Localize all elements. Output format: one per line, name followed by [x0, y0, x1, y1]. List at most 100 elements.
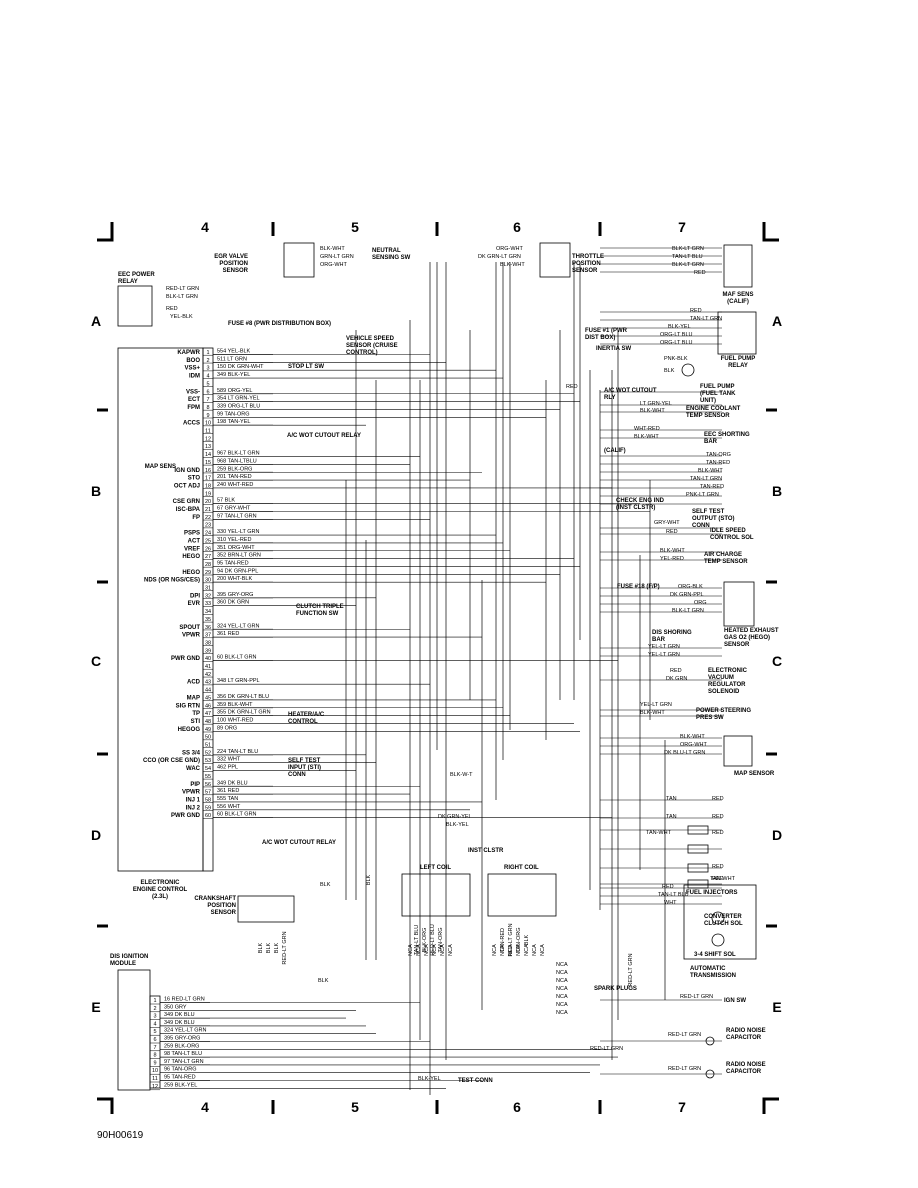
- left-coil-label: LEFT COIL: [420, 865, 451, 871]
- eec-pin-label: VSS+: [184, 366, 200, 372]
- fuse8-label: FUSE #8 (PWR DISTRIBUTION BOX): [228, 321, 331, 327]
- grid-col-top: 6: [513, 219, 521, 235]
- wire-color-label: GRN-LT GRN: [320, 254, 354, 260]
- nca-label: NCA: [408, 944, 414, 956]
- wire-color-label: RED-LT GRN: [590, 1046, 623, 1052]
- wire-color-label: YEL-BLK: [170, 314, 193, 320]
- eec-pin-number: 38: [205, 640, 211, 646]
- eec-pin-number: 45: [205, 695, 211, 701]
- eec-pin-wire: 361 RED: [217, 788, 239, 794]
- eec-pin-wire: 324 YEL-LT GRN: [217, 623, 260, 629]
- grid-row-left: C: [91, 653, 101, 669]
- corner-mark: [762, 1097, 779, 1114]
- dis-pin-wire: 96 TAN-ORG: [164, 1067, 197, 1073]
- dis-pin-number: 12: [152, 1084, 158, 1090]
- eec-pin-number: 43: [205, 680, 211, 686]
- nca-label: NCA: [508, 944, 514, 956]
- wire-color-label: RED-LT GRN: [166, 286, 199, 292]
- eec-pin-wire: 330 YEL-LT GRN: [217, 529, 260, 535]
- eec-pin-number: 57: [205, 790, 211, 796]
- dis-pin-number: 9: [153, 1060, 156, 1066]
- eec-pin-label: DPI: [190, 593, 200, 599]
- wire-color-label: YEL-RED: [660, 556, 684, 562]
- grid-row-right: A: [772, 313, 782, 329]
- transmission-box: [683, 884, 757, 960]
- eec-pin-number: 1: [206, 350, 209, 356]
- eec-pin-number: 56: [205, 782, 211, 788]
- wire-color-label: YEL-LT GRN: [648, 652, 680, 658]
- ac-wot-relay2-label: A/C WOT CUTOUT RELAY: [262, 840, 336, 846]
- eec-pin-wire: 555 TAN: [217, 796, 238, 802]
- eec-pin-label: ECT: [188, 397, 200, 403]
- maf-sens-label: MAF SENS(CALIF): [722, 292, 753, 305]
- eec-pin-wire: 94 DK GRN-PPL: [217, 568, 258, 574]
- eec-pin-label: VSS-: [186, 389, 200, 395]
- wire-color-label: TAN-LT BLU: [658, 892, 689, 898]
- wire-color-label-vertical: TAN-ORG: [516, 928, 522, 953]
- wire-color-label: BLK-YEL: [446, 822, 469, 828]
- wire-color-label: RED-LT GRN: [668, 1066, 701, 1072]
- wire-color-label: TAN-WHT: [710, 876, 736, 882]
- eec-pin-number: 3: [206, 366, 209, 372]
- wire-color-label: TAN-RED: [706, 460, 730, 466]
- map-sens-left-label: MAP SENS: [145, 464, 176, 470]
- eec-pin-number: 46: [205, 703, 211, 709]
- wire-color-label: RED: [712, 864, 724, 870]
- eec-pin-wire: 200 WHT-BLK: [217, 576, 252, 582]
- nca-label: NCA: [448, 944, 454, 956]
- dis-pin-number: 10: [152, 1068, 158, 1074]
- eec-pin-label: HEGO: [182, 554, 200, 560]
- wire-color-label: YEL-LT GRN: [648, 644, 680, 650]
- eec-pin-number: 42: [205, 672, 211, 678]
- dis-pin-wire: 324 YEL-LT GRN: [164, 1028, 207, 1034]
- eec-pin-number: 28: [205, 562, 211, 568]
- wire-color-label-vertical: TAN-LT BLU: [414, 925, 420, 956]
- eec-pin-number: 9: [206, 413, 209, 419]
- eec-pin-number: 58: [205, 797, 211, 803]
- grid-col-top: 4: [201, 219, 209, 235]
- eec-pin-number: 29: [205, 570, 211, 576]
- nca-label: NCA: [556, 978, 568, 984]
- eec-pin-wire: 556 WHT: [217, 804, 241, 810]
- fuse18-label: FUSE #18 (F/P): [617, 584, 660, 590]
- egr-sensor-box: [283, 242, 315, 278]
- eec-pin-number: 34: [205, 609, 211, 615]
- inertia-sw-label: INERTIA SW: [596, 346, 631, 352]
- dis-pin-strip: [149, 995, 161, 1089]
- wire-color-label: RED: [712, 796, 724, 802]
- eec-pin-wire: 259 BLK-ORG: [217, 466, 252, 472]
- wire-color-label: ORG-WHT: [496, 246, 524, 252]
- eec-pin-wire: 361 RED: [217, 631, 239, 637]
- wire-color-label: BLK: [318, 978, 329, 984]
- eec-pin-number: 8: [206, 405, 209, 411]
- wire-color-label: BLK-WHT: [640, 408, 665, 414]
- eec-pin-number: 16: [205, 468, 211, 474]
- eec-pin-wire: 60 BLK-LT GRN: [217, 655, 257, 661]
- eec-pin-wire: 67 GRY-WHT: [217, 506, 251, 512]
- grid-col-top: 5: [351, 219, 359, 235]
- eec-pin-number: 54: [205, 766, 211, 772]
- eec-pin-label: IDM: [189, 374, 200, 380]
- eec-pin-number: 12: [205, 436, 211, 442]
- eec-pin-number: 40: [205, 656, 211, 662]
- eec-pin-wire: 57 BLK: [217, 498, 235, 504]
- eec-pin-number: 24: [205, 531, 211, 537]
- right-coil-box: [487, 873, 557, 917]
- eec-pin-number: 49: [205, 727, 211, 733]
- wire-color-label: RED: [666, 529, 678, 535]
- nca-label: NCA: [556, 962, 568, 968]
- wire-color-label: BLK-LT GRN: [672, 246, 704, 252]
- wire-color-label: ORG-LT BLU: [660, 332, 693, 338]
- crank-sensor-box: [237, 895, 295, 923]
- wire-color-label: RED-LT GRN: [668, 1032, 701, 1038]
- eec-pin-wire: 348 LT GRN-PPL: [217, 678, 260, 684]
- right-coil-label: RIGHT COIL: [504, 865, 539, 871]
- eec-pin-label: INJ 1: [186, 797, 201, 803]
- wire-color-label: ORG-WHT: [320, 262, 348, 268]
- wire-color-label: WHT-RED: [634, 426, 660, 432]
